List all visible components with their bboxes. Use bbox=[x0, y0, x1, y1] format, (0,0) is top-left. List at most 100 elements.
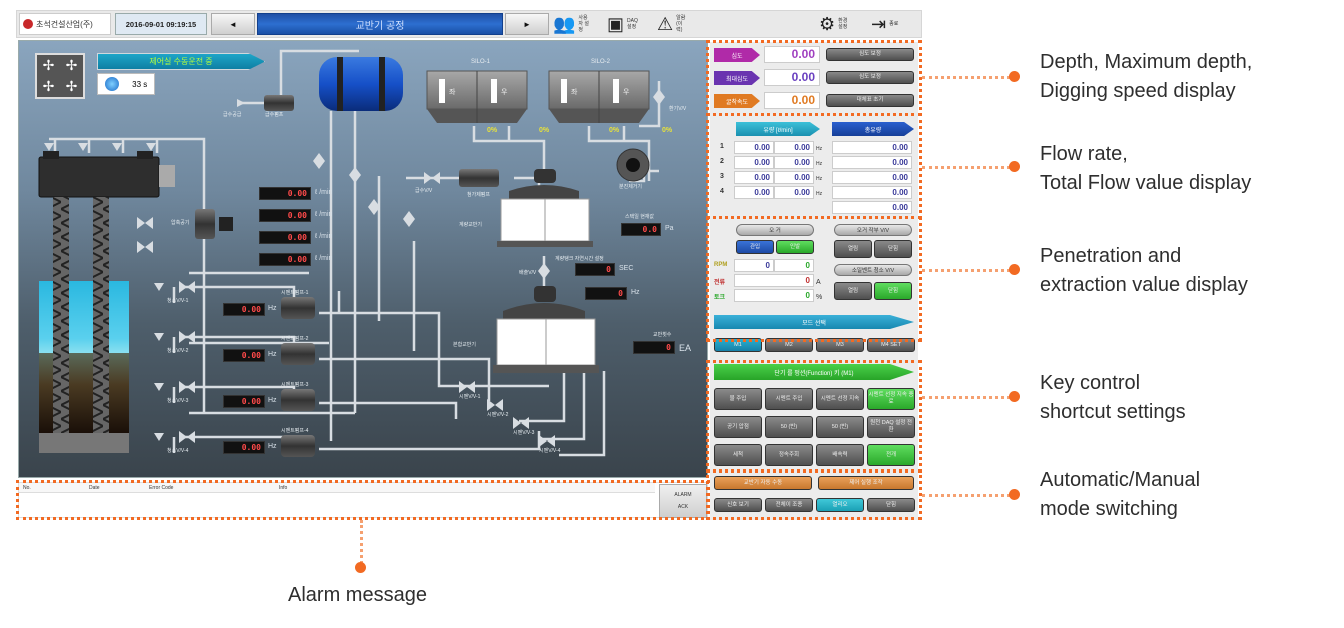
fkey-water-inject[interactable]: 물 주입 bbox=[714, 388, 762, 410]
pump-3-unit: Hz bbox=[268, 397, 277, 404]
alarm-highlight bbox=[16, 480, 710, 520]
flow-rate-header: 유량 [ℓ/min] bbox=[736, 122, 820, 136]
pump-1-hz: 0.00 bbox=[223, 303, 265, 316]
fkey-cement-continue-end[interactable]: 시멘트 선정 지속 종료 bbox=[867, 388, 915, 410]
flow-hz-1: 0.00 bbox=[774, 141, 814, 154]
flow-highlight bbox=[706, 113, 922, 219]
exit-button[interactable]: ⇥ 종료 bbox=[871, 13, 901, 35]
static-pressure-label: 스택일 현재값 bbox=[625, 214, 654, 220]
alarm-icon: ⚠ bbox=[657, 14, 674, 34]
gear-icon: ⚙ bbox=[819, 14, 836, 34]
mixer-hz-value: 0 bbox=[585, 287, 627, 300]
pipe-network bbox=[38, 49, 665, 478]
auger-valve-open-button[interactable]: 열림 bbox=[834, 240, 872, 258]
user-settings-icon: 👥 bbox=[553, 14, 576, 34]
alarm-button[interactable]: ALARM bbox=[674, 492, 692, 498]
depth-correct-button[interactable]: 심도 보정 bbox=[826, 48, 914, 61]
annotation-line: Alarm message bbox=[288, 584, 427, 606]
dig-speed-value: 0.00 bbox=[764, 92, 820, 109]
soil-vent-close-button[interactable]: 닫힘 bbox=[874, 282, 912, 300]
fkey-daq-switch[interactable]: 원천 DAQ 설정 전환 bbox=[867, 416, 915, 438]
flow-row-index: 2 bbox=[720, 158, 724, 165]
total-flow-2: 0.00 bbox=[832, 156, 912, 169]
fkey-wash[interactable]: 세척 bbox=[714, 444, 762, 466]
daq-settings-button[interactable]: ▣ DAQ 설정 bbox=[607, 13, 639, 35]
pump-2-hz: 0.00 bbox=[223, 349, 265, 362]
close-button[interactable]: 닫힘 bbox=[867, 498, 915, 512]
settings-button[interactable]: ⚙ 환경 설정 bbox=[819, 13, 850, 35]
total-flow-header: 총유량 bbox=[832, 122, 914, 136]
vent-valve-label: 환기V/V bbox=[669, 106, 687, 112]
alarm-ack-panel[interactable]: ALARM ACK bbox=[659, 484, 707, 518]
dig-speed-label: 굴착속도 bbox=[725, 99, 749, 106]
fkey-cement-inject[interactable]: 시멘트 주입 bbox=[765, 388, 813, 410]
auger-valve-2 bbox=[137, 241, 153, 253]
flow-hz-3: 0.00 bbox=[774, 171, 814, 184]
alarm-message-list: No. Date Error Code Info ALARM ACK bbox=[18, 482, 708, 518]
cement-pump-1 bbox=[281, 297, 315, 319]
ack-button[interactable]: ACK bbox=[677, 504, 689, 510]
current-unit: A bbox=[816, 279, 821, 286]
table-reset-button[interactable]: 대체표 초기 bbox=[826, 94, 914, 107]
depth-label: 심도 bbox=[731, 53, 743, 60]
clean-valve-4 bbox=[179, 431, 195, 443]
all-control-button[interactable]: 전체이 조종 bbox=[765, 498, 813, 512]
user-settings-label: 사용자 설정 bbox=[578, 15, 590, 33]
torque-value: 0 bbox=[734, 289, 814, 302]
max-depth-correct-button[interactable]: 심도 보정 bbox=[826, 71, 914, 84]
open-button[interactable]: 열리오 bbox=[816, 498, 864, 512]
fkey-cement-continue[interactable]: 시멘트 선정 지속 bbox=[816, 388, 864, 410]
extract-button[interactable]: 인발 bbox=[776, 240, 814, 254]
cement-pump-2 bbox=[281, 343, 315, 365]
process-diagram: ✢✢ ✢✢ 제어실 수동운전 중 33 s SILO-1 SILO-2 좌 우 … bbox=[18, 40, 708, 478]
torque-unit: % bbox=[816, 294, 823, 301]
annotation-line: Penetration and bbox=[1040, 245, 1182, 267]
control-exec-button[interactable]: 제어 실행 조작 bbox=[818, 476, 914, 490]
fkey-deploy[interactable]: 전개 bbox=[867, 444, 915, 466]
mixer-hz-unit: Hz bbox=[631, 289, 640, 296]
flow-row-index: 3 bbox=[720, 173, 724, 180]
current-value: 0 bbox=[734, 274, 814, 287]
water-pump-label: 급수펌프 bbox=[265, 112, 284, 118]
company-logo: 초석건설산업(주) bbox=[19, 13, 111, 35]
additive-pump-motor bbox=[459, 169, 499, 187]
dust-collector-label: 분진제거기 bbox=[619, 184, 643, 190]
silo-2-right-label: 우 bbox=[623, 89, 630, 96]
soil-vent-open-button[interactable]: 열림 bbox=[834, 282, 872, 300]
datetime-display: 2016-09-01 09:19:15 bbox=[115, 13, 207, 35]
water-valve-1 bbox=[313, 153, 325, 169]
fkey-constant-speed[interactable]: 정속주회 bbox=[765, 444, 813, 466]
clean-valve-1 bbox=[179, 281, 195, 293]
alarm-history-button[interactable]: ⚠ 알람 (이력) bbox=[657, 13, 688, 35]
flow-hz-4: 0.00 bbox=[774, 186, 814, 199]
dig-speed-tag: 굴착속도 bbox=[714, 94, 760, 108]
annotation-line: Automatic/Manual bbox=[1040, 469, 1201, 491]
feed-valve bbox=[424, 172, 440, 184]
annotation-line: Key control bbox=[1040, 372, 1141, 394]
clean-valve-4-label: 청소V/V-4 bbox=[167, 448, 189, 454]
fkey-air-pressure[interactable]: 공기 압점 bbox=[714, 416, 762, 438]
prev-screen-button[interactable]: ◄ bbox=[211, 13, 255, 35]
fkey-discharge[interactable]: 배속력 bbox=[816, 444, 864, 466]
signal-view-button[interactable]: 신호 보기 bbox=[714, 498, 762, 512]
flow-rate-3: 0.00 bbox=[734, 171, 774, 184]
cement-pump-3 bbox=[281, 389, 315, 411]
clean-valve-3 bbox=[179, 381, 195, 393]
cement-valve-3 bbox=[513, 417, 529, 429]
cement-valve-1-label: 시멘V/V-1 bbox=[459, 394, 481, 400]
status-banner: 제어실 수동운전 중 bbox=[97, 53, 265, 70]
alarm-col-no: No. bbox=[23, 485, 31, 491]
top-toolbar: 초석건설산업(주) 2016-09-01 09:19:15 ◄ 교반기 공정 ►… bbox=[16, 10, 922, 38]
mixer-auto-manual-button[interactable]: 교반기 자동 수동 bbox=[714, 476, 812, 490]
max-depth-label: 최대심도 bbox=[725, 76, 749, 83]
fkey-empty-1[interactable]: 50 (빈) bbox=[765, 416, 813, 438]
settings-label: 환경 설정 bbox=[838, 18, 848, 30]
annotation-line: extraction value display bbox=[1040, 274, 1248, 296]
auger-valve-close-button[interactable]: 닫힘 bbox=[874, 240, 912, 258]
next-screen-button[interactable]: ► bbox=[505, 13, 549, 35]
mixer-count-label: 교반횟수 bbox=[653, 332, 672, 338]
fkey-empty-2[interactable]: 50 (빈) bbox=[816, 416, 864, 438]
user-settings-button[interactable]: 👥 사용자 설정 bbox=[553, 13, 590, 35]
penetrate-button[interactable]: 관입 bbox=[736, 240, 774, 254]
silo-1-label: SILO-1 bbox=[471, 59, 491, 65]
